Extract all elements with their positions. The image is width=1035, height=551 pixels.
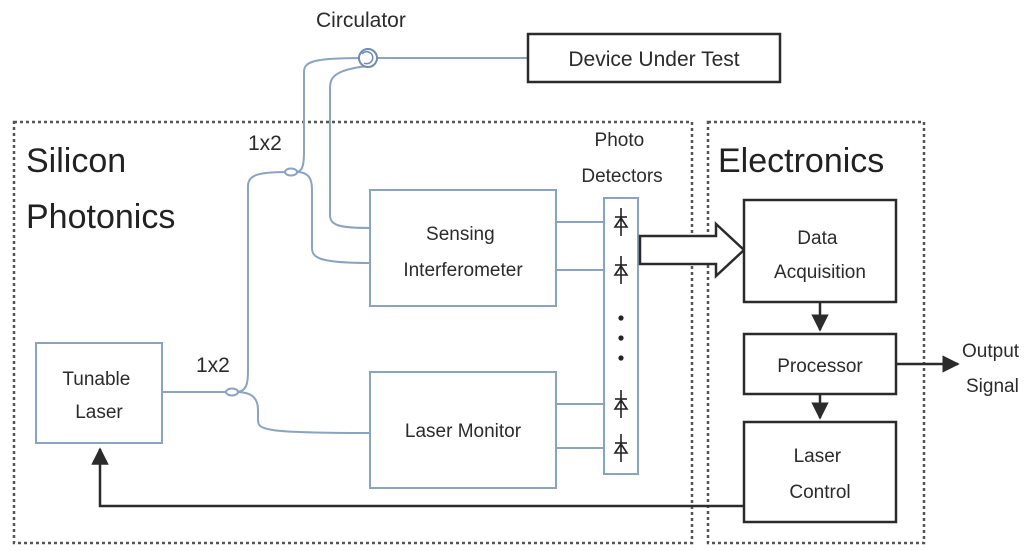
laser-control-line2: Control: [789, 482, 850, 503]
output-signal-label: Output Signal: [962, 341, 1024, 397]
tunable-laser-line2: Laser: [75, 402, 123, 423]
photodiode-icon: [613, 390, 629, 418]
silicon-photonics-line2: Photonics: [26, 198, 175, 236]
ellipsis-dot: [618, 335, 624, 341]
splitter-bottom-label: 1x2: [196, 354, 230, 377]
optical-waveguides: [162, 57, 604, 449]
tunable-laser-box: [35, 342, 163, 444]
data-acquisition-label: Data Acquisition: [774, 228, 866, 283]
silicon-photonics-line1: Silicon: [26, 142, 126, 180]
splitter-top-label: 1x2: [248, 132, 282, 155]
data-acquisition-line1: Data: [797, 228, 838, 249]
photodiode-icon: [613, 256, 629, 284]
laser-control-label: Laser Control: [789, 446, 850, 503]
photo-detectors-label: Photo Detectors: [581, 130, 662, 187]
tunable-laser-line1: Tunable: [62, 369, 130, 390]
ellipsis-dot: [618, 355, 624, 361]
sensing-interferometer-line2: Interferometer: [403, 260, 523, 281]
data-acquisition-line2: Acquisition: [774, 262, 866, 283]
electronics-label: Electronics: [718, 142, 884, 180]
circulator-arrow-icon: [361, 50, 374, 65]
output-signal-line2: Signal: [966, 376, 1019, 397]
laser-control-line1: Laser: [794, 446, 842, 467]
photodiode-icon: [613, 434, 629, 462]
sensing-interferometer-box: [369, 189, 557, 307]
electronics-region: [706, 120, 926, 545]
processor-box: [742, 332, 898, 396]
ellipsis-dot: [618, 315, 624, 321]
photo-detectors-line1: Photo: [595, 130, 645, 151]
output-signal-line1: Output: [962, 341, 1020, 362]
splitter-bottom-icon: [225, 387, 239, 397]
device-under-test-box: [526, 32, 782, 84]
sensing-interferometer-line1: Sensing: [426, 224, 495, 245]
photodiode-icon: [613, 208, 629, 236]
laser-monitor-box: [369, 371, 557, 489]
data-bus-arrow: [638, 221, 746, 279]
laser-control-box: [742, 420, 898, 524]
processor-label: Processor: [777, 356, 863, 377]
photodiodes: [613, 208, 629, 462]
tunable-laser-label: Tunable Laser: [62, 369, 135, 423]
circulator-label: Circulator: [316, 9, 406, 32]
laser-monitor-label: Laser Monitor: [405, 421, 522, 442]
photo-detector-array: [603, 197, 639, 475]
device-under-test-label: Device Under Test: [568, 48, 739, 71]
silicon-photonics-region: [12, 120, 694, 545]
electrical-connections: [91, 302, 960, 508]
sensing-interferometer-label: Sensing Interferometer: [403, 224, 523, 281]
silicon-photonics-label: Silicon Photonics: [26, 142, 175, 236]
splitter-top-icon: [284, 167, 298, 177]
data-acquisition-box: [742, 198, 898, 304]
photo-detectors-line2: Detectors: [581, 166, 662, 187]
